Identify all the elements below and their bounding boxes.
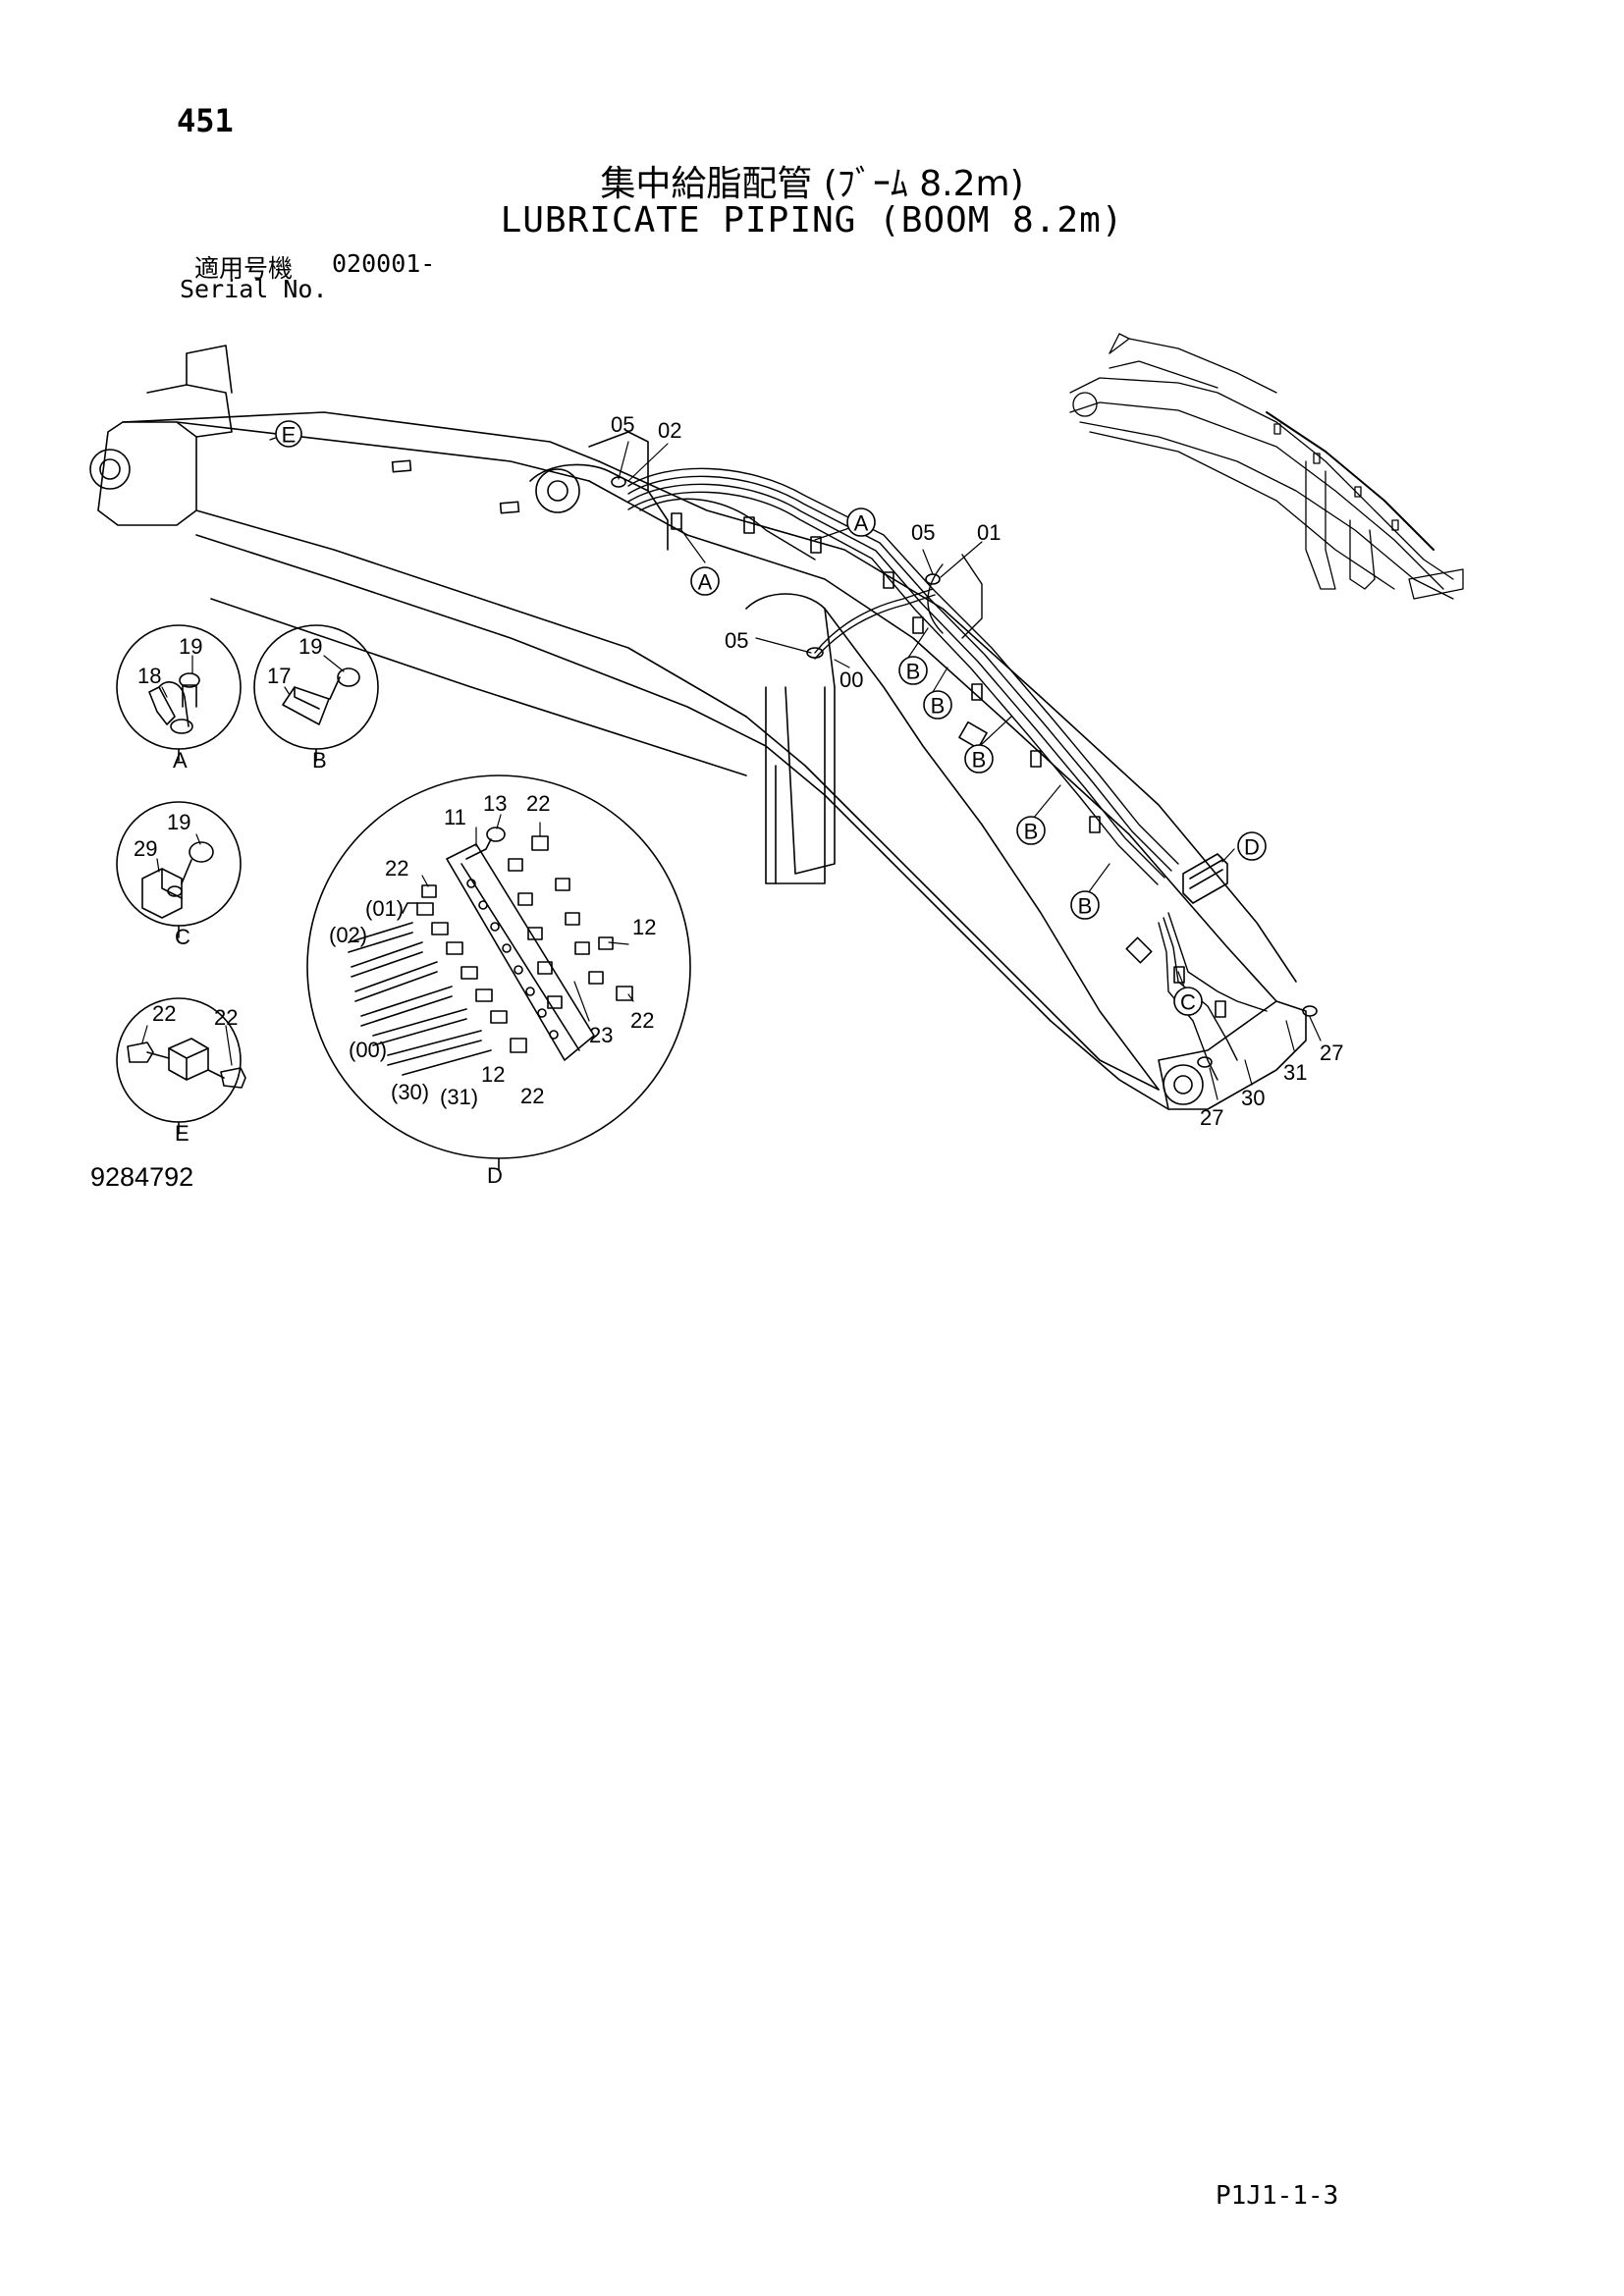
title-english: LUBRICATE PIPING (BOOM 8.2m) <box>500 200 1124 240</box>
marker-b: B <box>1024 820 1039 844</box>
detail-c-caption: C <box>175 925 190 949</box>
detail-c-part-29: 29 <box>134 836 157 861</box>
pipe-clamps <box>611 476 1318 1068</box>
title-japanese: 集中給脂配管 (ﾌﾞｰﾑ 8.2m) <box>600 164 1024 204</box>
detail-e <box>116 997 246 1135</box>
detail-a-caption: A <box>173 748 188 773</box>
detail-d-caption: D <box>487 1163 503 1188</box>
detail-a-part-18: 18 <box>137 664 161 688</box>
callout-02: 02 <box>658 418 681 443</box>
figure-number: 9284792 <box>90 1162 194 1192</box>
detail-c-part-19: 19 <box>167 810 190 834</box>
marker-b: B <box>931 694 946 719</box>
marker-b: B <box>972 748 987 773</box>
callout-05: 05 <box>911 520 935 545</box>
serial-value: 020001- <box>332 249 436 278</box>
detail-d-part-12: 12 <box>481 1062 505 1087</box>
detail-e-part-22: 22 <box>152 1001 176 1026</box>
detail-d-part-22: 22 <box>630 1008 654 1033</box>
marker-b: B <box>906 660 921 684</box>
detail-d-part-22: 22 <box>385 856 408 881</box>
detail-d <box>306 774 691 1171</box>
marker-e: E <box>282 423 297 448</box>
detail-d-part-13: 13 <box>483 791 507 816</box>
pipe-00 <box>814 588 934 654</box>
marker-b: B <box>1078 894 1093 919</box>
detail-d-part-23: 23 <box>589 1023 613 1047</box>
detail-b <box>253 624 379 762</box>
detail-c <box>116 801 242 938</box>
serial-label-japanese: 適用号機 <box>194 254 294 283</box>
callout-27: 27 <box>1200 1105 1223 1130</box>
marker-c: C <box>1180 990 1196 1015</box>
detail-d-part-12: 12 <box>632 915 656 939</box>
page-code: P1J1-1-3 <box>1216 2181 1339 2211</box>
detail-d-part-22: 22 <box>520 1084 544 1108</box>
detail-b-part-19: 19 <box>298 634 322 659</box>
distributor-block <box>1182 853 1228 904</box>
leader-lines <box>141 433 1322 1100</box>
callout-01: 01 <box>977 520 1001 545</box>
boom-overview-inset <box>1069 333 1464 600</box>
detail-a-part-19: 19 <box>179 634 202 659</box>
callout-05: 05 <box>725 628 748 653</box>
serial-label-english: Serial No. <box>180 275 328 303</box>
detail-a <box>116 624 242 762</box>
detail-d-part-22: 22 <box>526 791 550 816</box>
callout-30: 30 <box>1241 1086 1265 1110</box>
detail-e-caption: E <box>175 1121 189 1146</box>
detail-d-part-01: (01) <box>365 896 404 921</box>
detail-d-part-30: (30) <box>391 1080 429 1104</box>
marker-a: A <box>854 511 869 536</box>
detail-e-part-22: 22 <box>214 1005 238 1030</box>
boom-body <box>89 345 1307 1110</box>
detail-b-caption: B <box>312 748 327 773</box>
callout-05: 05 <box>611 412 634 437</box>
detail-b-part-17: 17 <box>267 664 291 688</box>
detail-d-part-11: 11 <box>444 805 466 829</box>
callout-27: 27 <box>1320 1041 1343 1065</box>
detail-d-part-02: (02) <box>329 923 367 947</box>
callout-31: 31 <box>1283 1060 1307 1085</box>
detail-d-part-31: (31) <box>440 1085 478 1109</box>
lubrication-pipes <box>627 467 1268 1081</box>
marker-d: D <box>1244 835 1260 860</box>
detail-d-part-00: (00) <box>349 1038 387 1062</box>
marker-a: A <box>698 570 713 595</box>
page-number: 451 <box>177 102 234 139</box>
callout-00: 00 <box>839 667 863 692</box>
